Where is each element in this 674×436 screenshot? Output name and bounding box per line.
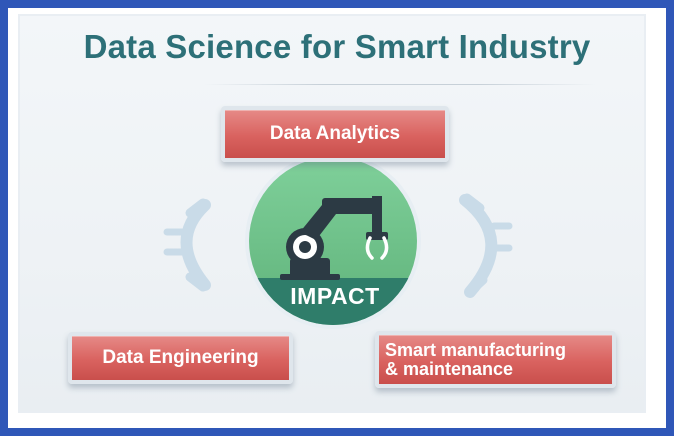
right-bracket-icon: [459, 193, 513, 298]
impact-label: IMPACT: [290, 283, 380, 309]
node-smart-manufacturing-line2: & maintenance: [385, 358, 514, 379]
node-smart-manufacturing-line1: Smart manufacturing: [385, 339, 567, 360]
node-data-analytics-label: Data Analytics: [269, 123, 401, 145]
diagram-title: Data Science for Smart Industry: [83, 28, 591, 65]
robot-arm-icon: [280, 196, 389, 280]
impact-circle: [245, 153, 421, 329]
node-smart-manufacturing: Smart manufacturing & maintenance: [375, 331, 616, 388]
node-data-engineering: Data Engineering: [68, 332, 293, 384]
node-data-engineering-label: Data Engineering: [102, 347, 259, 369]
node-data-analytics: Data Analytics: [221, 106, 449, 162]
title-divider: [205, 84, 595, 85]
left-bracket-icon: [163, 198, 211, 292]
